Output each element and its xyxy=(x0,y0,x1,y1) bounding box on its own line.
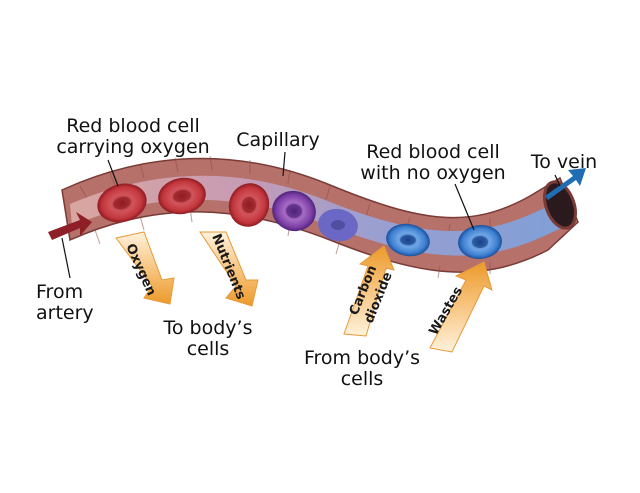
label-to-vein: To vein xyxy=(522,152,606,173)
red-blood-cell-oxygenated xyxy=(228,183,270,227)
label-from-bodys-cells-line2: cells xyxy=(340,368,384,390)
wastes-arrow: Wastes xyxy=(426,261,493,353)
red-blood-cell-oxygenated xyxy=(158,177,206,215)
label-rbc-no-oxygen-line1: Red blood cell xyxy=(366,141,500,163)
label-to-vein-text: To vein xyxy=(530,151,598,173)
nutrients-arrow: Nutrients xyxy=(199,231,259,307)
label-to-bodys-cells: To body’s cells xyxy=(150,318,266,360)
red-blood-cell-deoxygenated xyxy=(386,223,430,257)
carbon-dioxide-arrow: Carbon dioxide xyxy=(343,245,396,337)
label-from-bodys-cells-line1: From body’s xyxy=(303,347,421,369)
red-blood-cell-transitioning xyxy=(272,190,316,232)
red-blood-cell-transitioning xyxy=(318,208,358,242)
label-rbc-carrying-oxygen-line1: Red blood cell xyxy=(66,115,200,137)
label-from-artery: From artery xyxy=(36,282,108,324)
label-capillary: Capillary xyxy=(228,130,328,151)
vein-outflow-arrow xyxy=(545,168,586,200)
label-from-artery-line2: artery xyxy=(36,302,94,324)
red-blood-cell-deoxygenated xyxy=(458,224,502,260)
label-rbc-no-oxygen: Red blood cell with no oxygen xyxy=(350,142,516,184)
label-leader-lines xyxy=(61,151,561,279)
label-rbc-carrying-oxygen-line2: carrying oxygen xyxy=(56,136,210,158)
label-from-artery-line1: From xyxy=(36,281,84,303)
label-to-bodys-cells-line1: To body’s xyxy=(163,317,253,339)
label-from-bodys-cells: From body’s cells xyxy=(292,348,432,390)
label-rbc-no-oxygen-line2: with no oxygen xyxy=(360,162,506,184)
artery-inflow-arrow xyxy=(48,212,92,240)
oxygen-arrow: Oxygen xyxy=(115,231,175,305)
red-blood-cell-oxygenated xyxy=(97,183,147,223)
label-to-bodys-cells-line2: cells xyxy=(186,338,230,360)
label-rbc-carrying-oxygen: Red blood cell carrying oxygen xyxy=(48,116,218,158)
label-capillary-text: Capillary xyxy=(236,129,320,151)
